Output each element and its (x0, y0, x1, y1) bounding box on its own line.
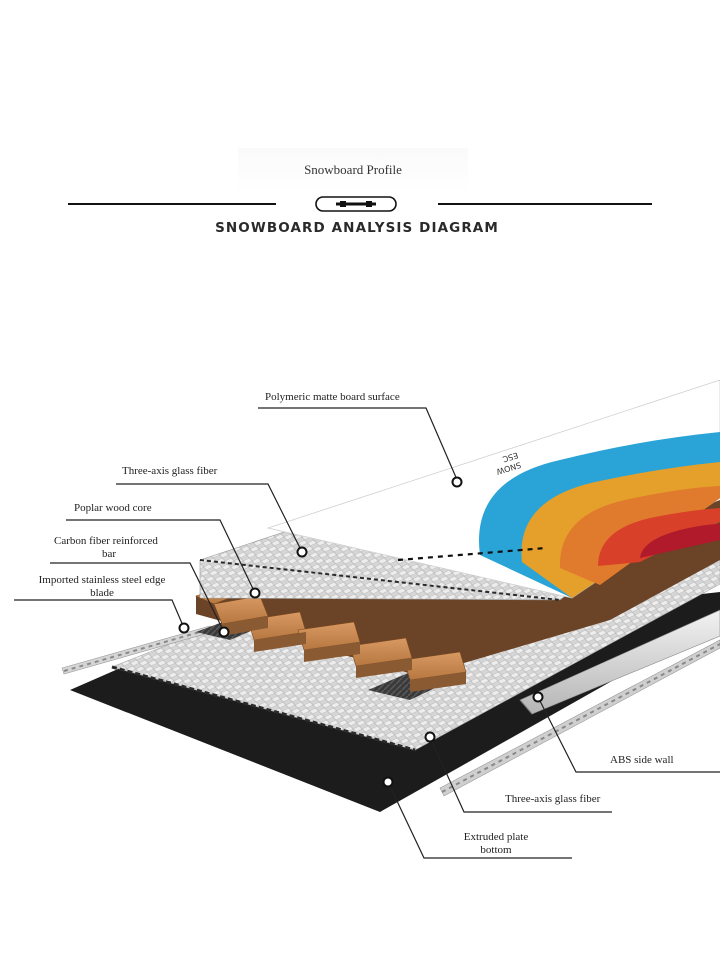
marker-wood-core (251, 589, 260, 598)
marker-glass-top (298, 548, 307, 557)
label-base-line2: bottom (460, 844, 532, 857)
label-carbon-line2: bar (54, 548, 188, 561)
marker-carbon (220, 628, 229, 637)
marker-abs (534, 693, 543, 702)
label-carbon: Carbon fiber reinforced bar (54, 535, 188, 561)
label-carbon-line1: Carbon fiber reinforced (54, 535, 188, 548)
marker-edge (180, 624, 189, 633)
label-glass-bottom: Three-axis glass fiber (505, 793, 600, 806)
marker-glass-bottom (426, 733, 435, 742)
label-base-line1: Extruded plate (460, 831, 532, 844)
marker-base (384, 778, 393, 787)
label-edge: Imported stainless steel edge blade (32, 574, 172, 600)
marker-surface (453, 478, 462, 487)
label-surface: Polymeric matte board surface (265, 391, 400, 404)
label-glass-top: Three-axis glass fiber (122, 465, 217, 478)
label-edge-line2: blade (32, 587, 172, 600)
label-base: Extruded plate bottom (460, 831, 532, 857)
label-wood-core: Poplar wood core (74, 502, 152, 515)
label-edge-line1: Imported stainless steel edge (32, 574, 172, 587)
label-abs: ABS side wall (610, 754, 674, 767)
